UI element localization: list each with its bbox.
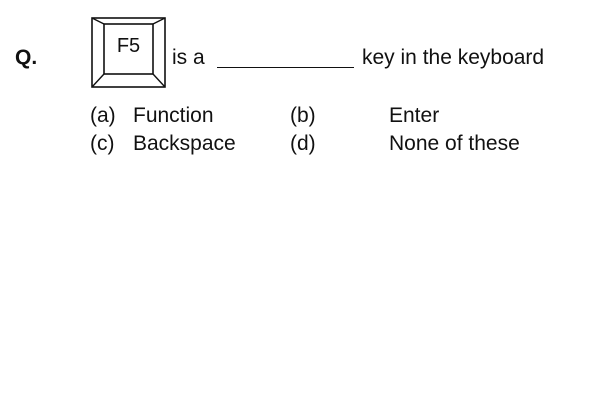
option-a-marker: (a) <box>90 104 116 127</box>
answer-blank <box>217 67 354 68</box>
option-d-text: None of these <box>389 132 520 155</box>
question-stem-end: key in the keyboard <box>362 46 545 69</box>
keycap-outline <box>91 17 166 88</box>
f5-key-icon: F5 <box>91 17 166 88</box>
option-d-marker: (d) <box>290 132 316 155</box>
option-a-text: Function <box>133 104 214 127</box>
option-b-marker: (b) <box>290 104 316 127</box>
option-c-marker: (c) <box>90 132 115 155</box>
question-label: Q. <box>15 46 38 69</box>
option-c-text: Backspace <box>133 132 236 155</box>
option-b-text: Enter <box>389 104 440 127</box>
question-stem-start: is a <box>172 46 205 69</box>
key-label: F5 <box>116 35 141 57</box>
